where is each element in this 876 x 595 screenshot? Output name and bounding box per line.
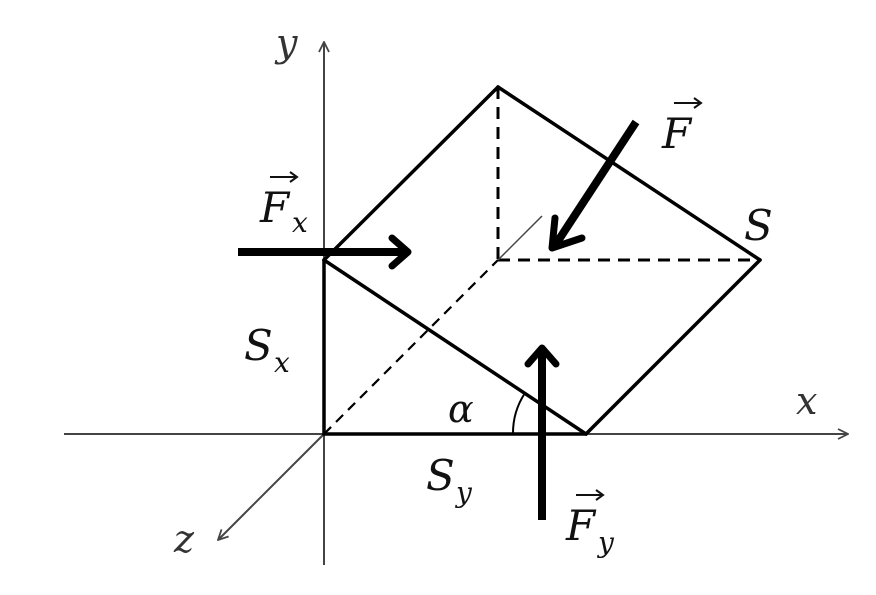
top-edge-left xyxy=(322,85,500,262)
vector-arrow-icon xyxy=(270,171,299,183)
z-axis-label: z xyxy=(173,517,195,561)
x-axis-label: x xyxy=(796,379,817,423)
vector-arrow-icon xyxy=(674,97,703,109)
angle-alpha-arc xyxy=(511,392,526,435)
svg-text:F: F xyxy=(565,501,597,550)
force-f-head xyxy=(548,214,586,252)
svg-text:y: y xyxy=(596,526,615,559)
force-fx-head xyxy=(388,234,412,270)
svg-text:F: F xyxy=(259,183,291,232)
force-fx-label: F x xyxy=(259,171,308,239)
force-fy-head xyxy=(524,344,560,368)
svg-text:F: F xyxy=(661,109,693,158)
svg-text:S: S xyxy=(244,321,273,370)
z-axis xyxy=(218,433,325,540)
force-f-label: F xyxy=(661,97,703,158)
angle-alpha-label: α xyxy=(448,387,474,431)
surface-sx-label: S x xyxy=(244,321,290,379)
svg-text:S: S xyxy=(426,451,455,500)
top-edge-right xyxy=(496,85,762,262)
vector-arrow-icon xyxy=(576,489,605,501)
right-edge xyxy=(584,258,762,436)
svg-text:x: x xyxy=(274,346,290,379)
svg-text:x: x xyxy=(292,206,308,239)
surface-s-label: S xyxy=(744,201,773,250)
svg-text:y: y xyxy=(454,476,473,509)
force-fy-label: F y xyxy=(565,489,615,559)
surface-sy-label: S y xyxy=(426,451,473,509)
z-axis-extension xyxy=(497,215,543,261)
hidden-depth-edge xyxy=(323,259,499,435)
force-f-shaft xyxy=(552,119,640,247)
y-axis-label: y xyxy=(274,21,298,65)
